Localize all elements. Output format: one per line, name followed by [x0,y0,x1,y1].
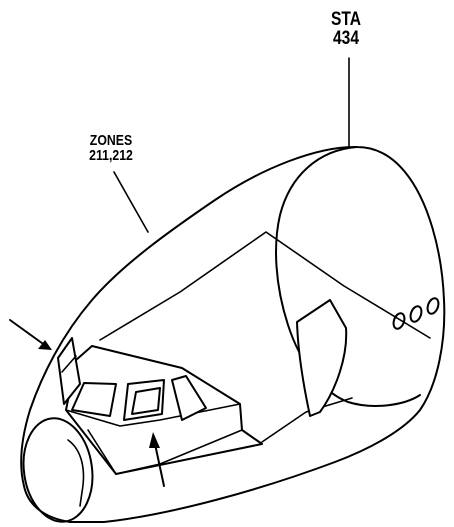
side-window [392,312,406,330]
station-label: STA 434 [323,10,369,48]
arrow-icon [149,432,165,487]
canopy-base-line [87,429,243,475]
windshield-pane [171,375,207,421]
nose-outline [20,145,446,523]
zones-label: ZONES 211,212 [82,133,139,163]
upper-side-window-frame [61,355,77,373]
cabin-floor-line [99,231,431,341]
windshield-pane [71,382,117,417]
side-window [409,305,423,323]
upper-side-window [57,337,81,405]
station-label-line2: 434 [332,28,359,49]
radome-inner [67,439,85,507]
station-label-line1: STA [330,9,362,30]
arrow-icon [9,319,52,350]
side-door-panel [296,299,348,417]
zones-label-line1: ZONES [89,132,133,149]
side-window [426,297,440,315]
windshield-pane [131,387,161,415]
zones-leader-line [113,171,149,233]
side-lower-line [261,397,353,443]
zones-label-line2: 211,212 [89,147,133,164]
nose-radome [22,417,94,523]
station-bulkhead [275,146,421,407]
side-windows [392,297,440,330]
